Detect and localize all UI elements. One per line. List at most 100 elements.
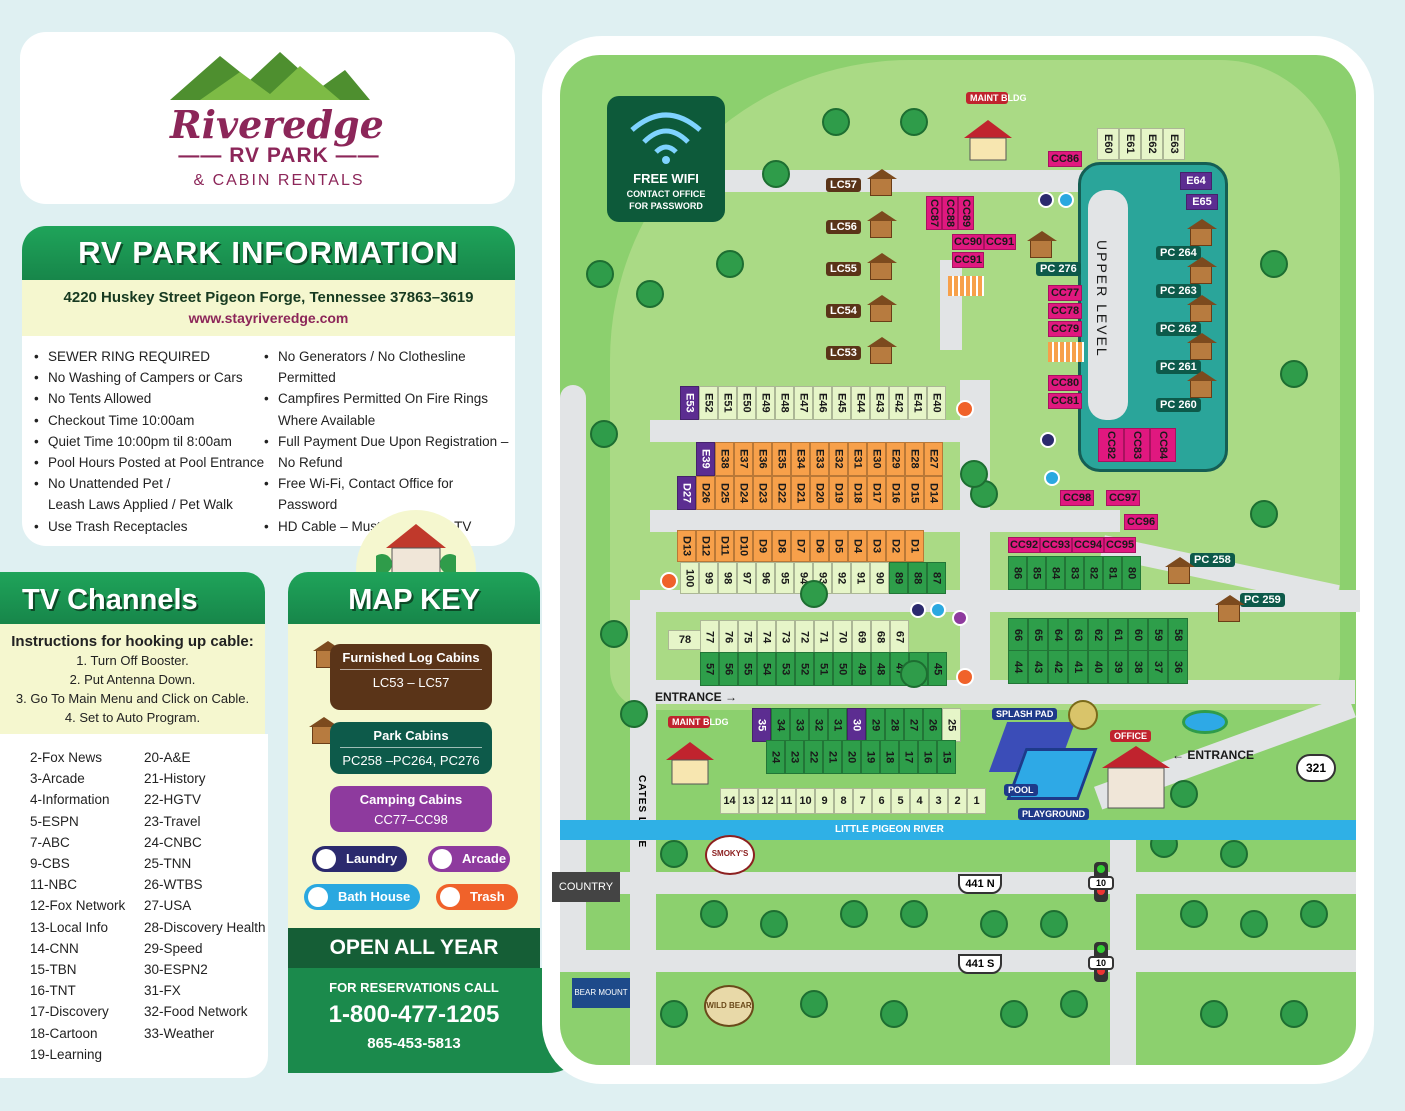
site-e[interactable]: E38 — [715, 442, 734, 476]
site[interactable]: 24 — [766, 740, 785, 774]
site[interactable]: 33 — [790, 708, 809, 742]
site[interactable]: 64 — [1048, 618, 1068, 652]
park-cabin-label[interactable]: PC 276 — [1036, 262, 1081, 276]
site[interactable]: 83 — [1065, 556, 1084, 590]
site[interactable]: 25 — [942, 708, 961, 742]
camping-cabin[interactable]: CC96 — [1124, 514, 1158, 530]
site[interactable]: 12 — [758, 788, 777, 814]
camping-cabin[interactable]: CC87 — [926, 196, 942, 230]
camping-cabin[interactable]: CC80 — [1048, 375, 1082, 391]
site-e[interactable]: E53 — [680, 386, 699, 420]
log-cabin-label[interactable]: LC54 — [826, 304, 861, 318]
site[interactable]: 18 — [880, 740, 899, 774]
camping-cabin[interactable]: CC97 — [1106, 490, 1140, 506]
site[interactable]: 29 — [866, 708, 885, 742]
site-e[interactable]: E65 — [1186, 194, 1218, 210]
site-e[interactable]: E35 — [772, 442, 791, 476]
site[interactable]: 42 — [1048, 650, 1068, 684]
site[interactable]: 48 — [871, 652, 890, 686]
site-e[interactable]: E44 — [851, 386, 870, 420]
site-e[interactable]: E27 — [924, 442, 943, 476]
camping-cabin[interactable]: CC95 — [1104, 537, 1136, 553]
site[interactable]: 4 — [910, 788, 929, 814]
site-e[interactable]: E45 — [832, 386, 851, 420]
site[interactable]: 92 — [832, 562, 851, 594]
site[interactable]: 100 — [680, 562, 699, 594]
site[interactable]: 3 — [929, 788, 948, 814]
site[interactable]: 37 — [1148, 650, 1168, 684]
site[interactable]: 44 — [1008, 650, 1028, 684]
site-e[interactable]: E62 — [1141, 128, 1163, 160]
site[interactable]: 9 — [815, 788, 834, 814]
site[interactable]: 89 — [889, 562, 908, 594]
site[interactable]: 50 — [833, 652, 852, 686]
site[interactable]: 59 — [1148, 618, 1168, 652]
camping-cabin[interactable]: CC79 — [1048, 321, 1082, 337]
site[interactable]: 35 — [752, 708, 771, 742]
site[interactable]: 60 — [1128, 618, 1148, 652]
site[interactable]: 84 — [1046, 556, 1065, 590]
phone-tollfree[interactable]: 1-800-477-1205 — [328, 1001, 500, 1028]
site-d[interactable]: D26 — [696, 476, 715, 510]
site-e[interactable]: E43 — [870, 386, 889, 420]
site[interactable]: 19 — [861, 740, 880, 774]
site-e[interactable]: E46 — [813, 386, 832, 420]
site-e[interactable]: E47 — [794, 386, 813, 420]
site[interactable]: 68 — [871, 620, 890, 654]
site-e[interactable]: E52 — [699, 386, 718, 420]
site[interactable]: 73 — [776, 620, 795, 654]
site[interactable]: 21 — [823, 740, 842, 774]
site-e[interactable]: E60 — [1097, 128, 1119, 160]
site-d[interactable]: D15 — [905, 476, 924, 510]
site-d[interactable]: D27 — [677, 476, 696, 510]
site[interactable]: 15 — [937, 740, 956, 774]
phone-local[interactable]: 865-453-5813 — [367, 1035, 461, 1052]
park-cabin-label[interactable]: PC 260 — [1156, 398, 1201, 412]
site-d[interactable]: D3 — [867, 530, 886, 562]
site[interactable]: 28 — [885, 708, 904, 742]
site-e[interactable]: E40 — [927, 386, 946, 420]
site-d[interactable]: D20 — [810, 476, 829, 510]
site[interactable]: 16 — [918, 740, 937, 774]
camping-cabin[interactable]: CC91 — [984, 234, 1016, 250]
site[interactable]: 26 — [923, 708, 942, 742]
site[interactable]: 1 — [967, 788, 986, 814]
site[interactable]: 6 — [872, 788, 891, 814]
site[interactable]: 70 — [833, 620, 852, 654]
site[interactable]: 75 — [738, 620, 757, 654]
site[interactable]: 8 — [834, 788, 853, 814]
site[interactable]: 78 — [668, 630, 702, 650]
camping-cabin[interactable]: CC77 — [1048, 285, 1082, 301]
log-cabin-label[interactable]: LC56 — [826, 220, 861, 234]
site-d[interactable]: D10 — [734, 530, 753, 562]
site-d[interactable]: D2 — [886, 530, 905, 562]
site[interactable]: 90 — [870, 562, 889, 594]
park-cabin-label[interactable]: PC 259 — [1240, 593, 1285, 607]
site-d[interactable]: D21 — [791, 476, 810, 510]
camping-cabin[interactable]: CC90 — [952, 234, 984, 250]
site-e[interactable]: E33 — [810, 442, 829, 476]
site[interactable]: 96 — [756, 562, 775, 594]
site[interactable]: 77 — [700, 620, 719, 654]
site[interactable]: 58 — [1168, 618, 1188, 652]
site-d[interactable]: D8 — [772, 530, 791, 562]
site-d[interactable]: D24 — [734, 476, 753, 510]
site[interactable]: 14 — [720, 788, 739, 814]
site-e[interactable]: E39 — [696, 442, 715, 476]
site-e[interactable]: E48 — [775, 386, 794, 420]
site-d[interactable]: D7 — [791, 530, 810, 562]
site[interactable]: 76 — [719, 620, 738, 654]
park-cabin-label[interactable]: PC 263 — [1156, 284, 1201, 298]
park-cabin-label[interactable]: PC 258 — [1190, 553, 1235, 567]
site[interactable]: 85 — [1027, 556, 1046, 590]
site[interactable]: 53 — [776, 652, 795, 686]
site-e[interactable]: E30 — [867, 442, 886, 476]
site-d[interactable]: D6 — [810, 530, 829, 562]
site[interactable]: 69 — [852, 620, 871, 654]
site-e[interactable]: E34 — [791, 442, 810, 476]
site[interactable]: 81 — [1103, 556, 1122, 590]
site[interactable]: 88 — [908, 562, 927, 594]
site[interactable]: 91 — [851, 562, 870, 594]
log-cabin-label[interactable]: LC55 — [826, 262, 861, 276]
site-e[interactable]: E64 — [1180, 172, 1212, 190]
